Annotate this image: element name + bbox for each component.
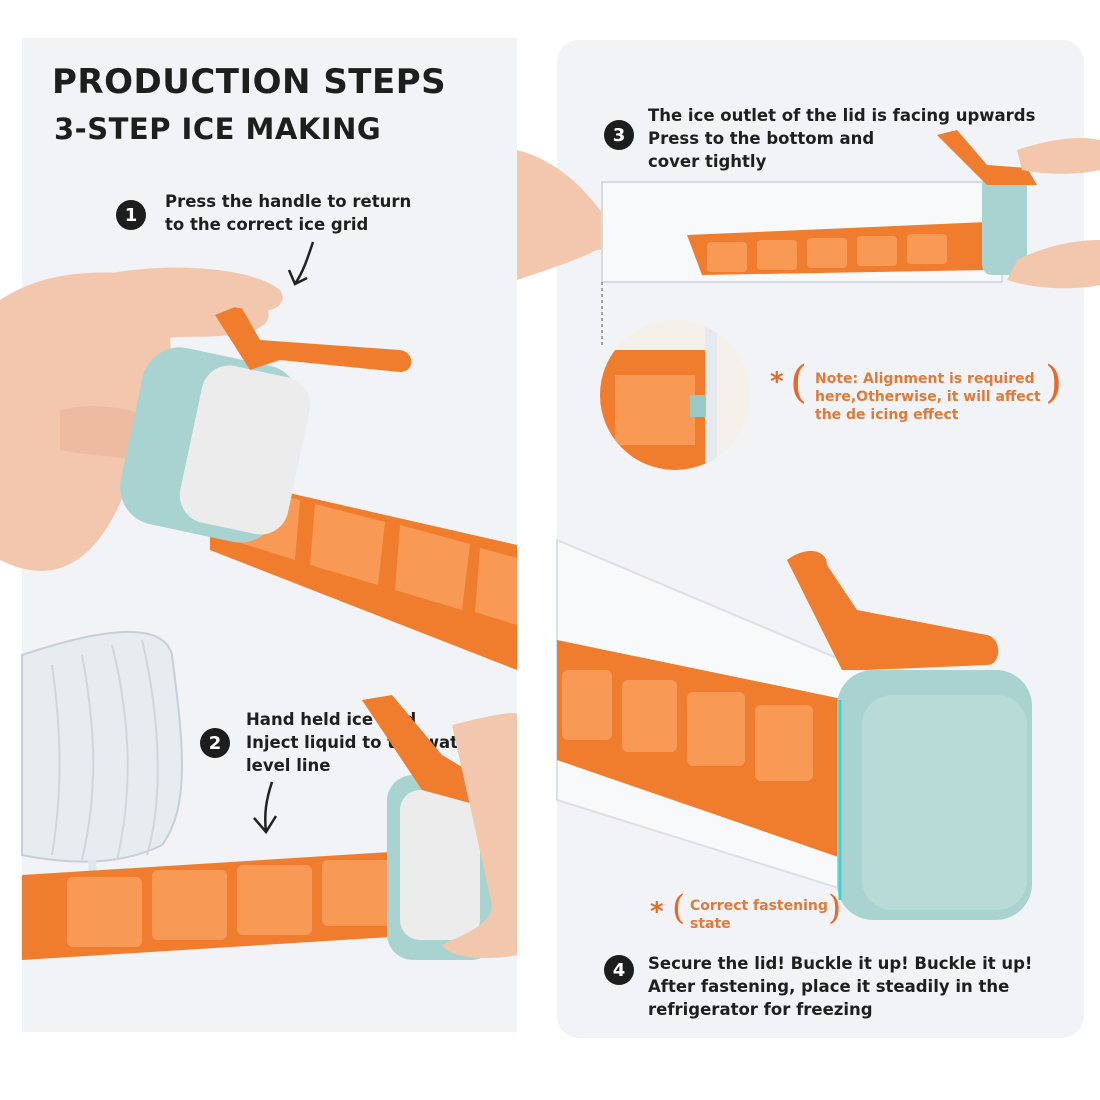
alignment-note-line-1: Note: Alignment is required (815, 371, 1035, 387)
page-subtitle: 3-STEP ICE MAKING (54, 112, 382, 146)
fastening-left-paren: ( (672, 888, 686, 928)
step-4-text: Secure the lid! Buckle it up! Buckle it … (648, 952, 1032, 1021)
step-4-number: 4 (604, 955, 634, 985)
fastened-tube-illustration (556, 538, 1032, 920)
pitcher-pouring-illustration (21, 630, 517, 960)
page-title: PRODUCTION STEPS (52, 62, 447, 102)
note-asterisk: * (770, 367, 784, 397)
step-1-line-2: to the correct ice grid (165, 215, 369, 234)
fastening-asterisk: * (650, 897, 664, 927)
alignment-note-line-3: the de icing effect (815, 407, 959, 423)
step-4-line-1: Secure the lid! Buckle it up! Buckle it … (648, 954, 1033, 973)
step-3-line-3: cover tightly (648, 152, 767, 171)
alignment-note: Note: Alignment is required here,Otherwi… (815, 370, 1041, 424)
step-3-line-2: Press to the bottom and (648, 129, 875, 148)
step-2-number: 2 (200, 728, 230, 758)
step-3-line-1: The ice outlet of the lid is facing upwa… (648, 106, 1036, 125)
step-3-text: The ice outlet of the lid is facing upwa… (648, 104, 1035, 173)
step-1-text: Press the handle to return to the correc… (165, 190, 411, 236)
alignment-detail-circle (600, 320, 750, 470)
tube-insertion-illustration (517, 130, 1100, 345)
step-1-line-1: Press the handle to return (165, 192, 412, 211)
ice-tray-lid-illustration (0, 267, 517, 670)
arrow-down-icon (287, 241, 315, 286)
step-4-line-2: After fastening, place it steadily in th… (648, 977, 1010, 996)
note-left-paren: ( (790, 357, 808, 408)
step-2-line-3: level line (246, 756, 331, 775)
fastening-note-line-2: state (690, 916, 731, 932)
fastening-note-line-1: Correct fastening (690, 898, 828, 914)
step-1-number: 1 (116, 200, 146, 230)
alignment-note-line-2: here,Otherwise, it will affect (815, 389, 1041, 405)
note-right-paren: ) (1045, 357, 1063, 408)
step-4-line-3: refrigerator for freezing (648, 1000, 873, 1019)
arrow-down-icon (253, 781, 278, 835)
fastening-right-paren: ) (828, 888, 842, 928)
step-3-number: 3 (604, 120, 634, 150)
fastening-note: Correct fastening state (690, 897, 828, 933)
